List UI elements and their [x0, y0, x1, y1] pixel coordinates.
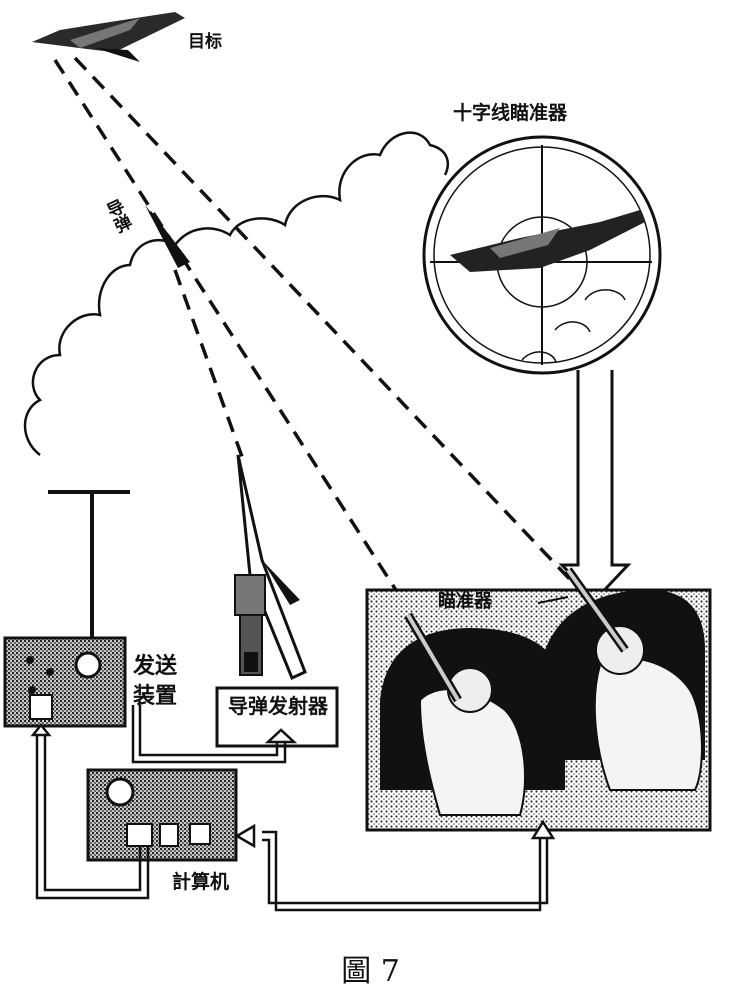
- operators-scene: [365, 567, 712, 832]
- target-label: 目标: [188, 32, 222, 52]
- dial-icon: [74, 651, 102, 679]
- cables: [30, 705, 556, 912]
- computer-unit: [86, 768, 238, 862]
- missile-launcher: [215, 454, 339, 748]
- figure-caption: 圖 7: [341, 954, 400, 989]
- transmitter-unit: [3, 490, 130, 728]
- sight-label-pointer: [537, 596, 569, 604]
- computer-label: 計算机: [172, 871, 230, 893]
- crosshair-sight-view: [422, 135, 662, 375]
- gauge-icon: [105, 777, 135, 807]
- crosshair-sight-label: 十字线瞄准器: [453, 102, 568, 124]
- launcher-label: 导弹发射器: [228, 694, 328, 718]
- missile: [145, 205, 190, 268]
- sight-label: 瞄准器: [438, 591, 492, 612]
- operator-right: [593, 657, 703, 791]
- magnifier-arrow: [558, 370, 632, 603]
- sight-lines: [53, 56, 582, 616]
- target-aircraft: [32, 12, 185, 62]
- cloud: [23, 131, 449, 456]
- transmitter-label: 发送装置: [133, 654, 178, 709]
